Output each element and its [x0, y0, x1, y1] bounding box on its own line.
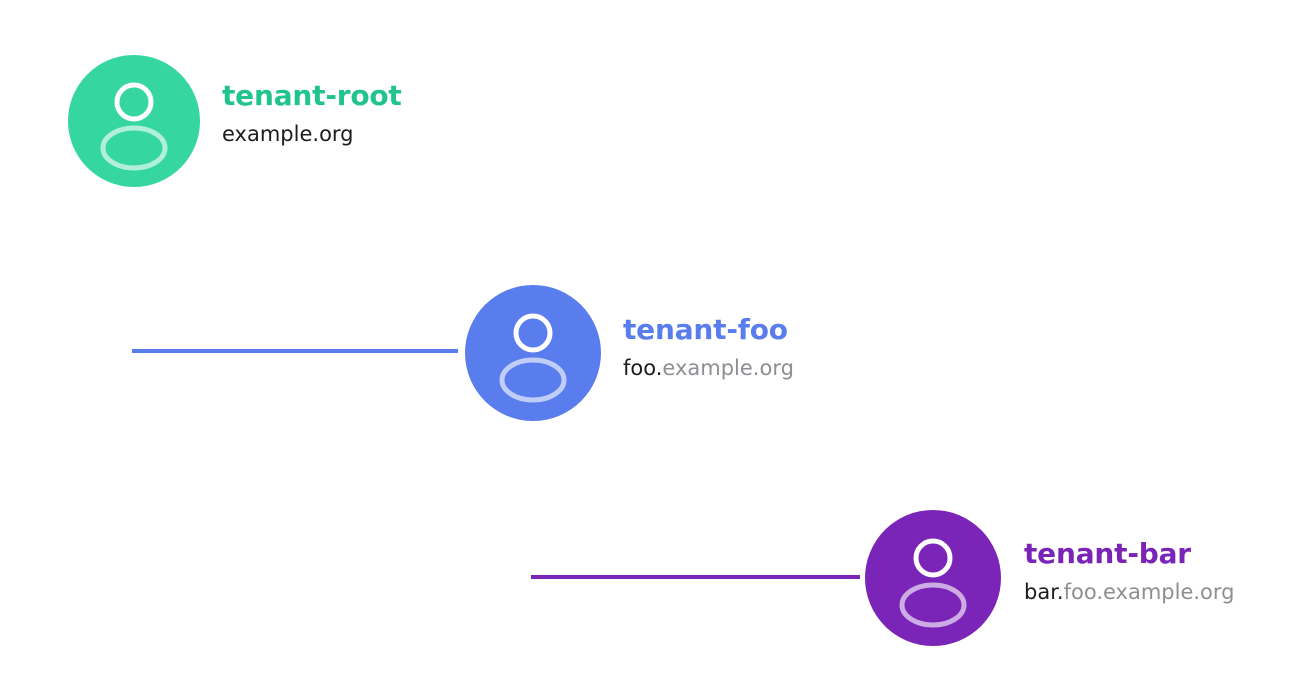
node-domain-suffix-tenant-root: example.org: [222, 122, 354, 146]
user-icon: [899, 538, 967, 628]
node-title-tenant-bar: tenant-bar: [1024, 537, 1191, 570]
node-title-tenant-root: tenant-root: [222, 79, 402, 112]
node-domain-prefix-tenant-bar: bar.: [1024, 580, 1064, 604]
edge-root-to-foo: [132, 190, 458, 353]
avatar-tenant-bar[interactable]: [865, 510, 1001, 646]
node-domain-tenant-bar: bar.foo.example.org: [1024, 582, 1235, 603]
node-domain-tenant-foo: foo.example.org: [623, 358, 794, 379]
edge-foo-to-bar: [531, 423, 860, 579]
avatar-tenant-foo[interactable]: [465, 285, 601, 421]
user-icon: [100, 82, 168, 171]
node-title-tenant-foo: tenant-foo: [623, 313, 788, 346]
labels-tenant-root: tenant-root example.org: [222, 82, 402, 145]
node-domain-suffix-tenant-foo: example.org: [662, 356, 794, 380]
labels-tenant-foo: tenant-foo foo.example.org: [623, 316, 794, 379]
node-domain-prefix-tenant-foo: foo.: [623, 356, 663, 380]
user-icon: [499, 313, 567, 403]
avatar-tenant-root[interactable]: [68, 55, 200, 187]
labels-tenant-bar: tenant-bar bar.foo.example.org: [1024, 540, 1235, 603]
node-domain-tenant-root: example.org: [222, 124, 402, 145]
node-domain-suffix-tenant-bar: foo.example.org: [1063, 580, 1235, 604]
